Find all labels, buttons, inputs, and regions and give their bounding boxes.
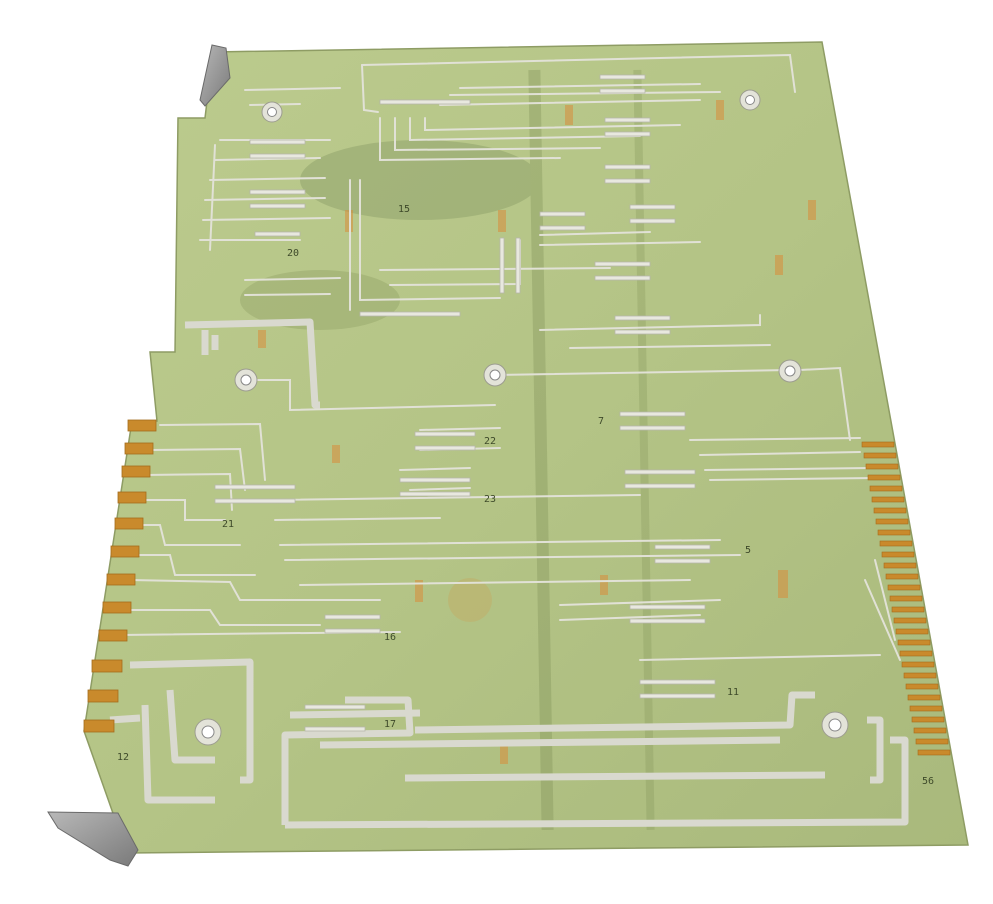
label-7: 7: [598, 416, 604, 427]
label-20: 20: [287, 248, 299, 259]
power-traces: [109, 318, 909, 829]
label-15: 15: [398, 204, 410, 215]
label-22: 22: [484, 436, 496, 447]
label-16: 16: [384, 632, 396, 643]
card-ejector-bottom: [47, 811, 139, 867]
label-5: 5: [745, 545, 751, 556]
silkscreen-labels: 15 20 22 23 21 7 5 16 11 17 12 56: [117, 204, 934, 787]
label-12: 12: [117, 752, 129, 763]
label-56: 56: [922, 776, 934, 787]
label-23: 23: [484, 494, 496, 505]
label-11: 11: [727, 687, 739, 698]
card-ejector-top: [199, 44, 231, 107]
ic-footprints: [214, 74, 716, 732]
label-21: 21: [222, 519, 234, 530]
gold-fingers-left: [83, 419, 157, 733]
gold-fingers-right: [861, 441, 951, 756]
mounting-holes: [194, 89, 849, 746]
label-17: 17: [384, 719, 396, 730]
